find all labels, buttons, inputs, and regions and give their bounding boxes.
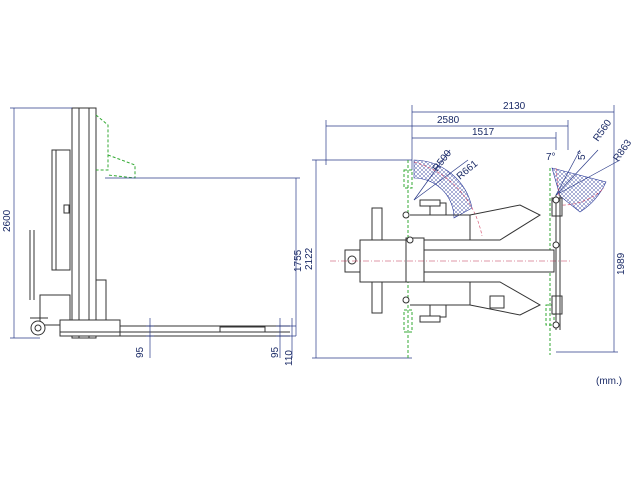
mast (71, 107, 97, 339)
top-view: 2130 2580 1517 2122 1989 R500 R661 R560 … (304, 101, 634, 359)
dim-angle-5: 5° (577, 150, 588, 160)
dim-radius-863: R863 (611, 137, 634, 163)
dim-width-2580: 2580 (437, 115, 460, 126)
sweep-area-right (551, 167, 607, 213)
dim-fork-95-right: 95 (270, 346, 281, 358)
dim-radius-661: R661 (455, 158, 481, 182)
dim-depth-2122: 2122 (304, 247, 315, 270)
dim-radius-560: R560 (591, 117, 614, 143)
units-label: (mm.) (596, 376, 622, 387)
dim-width-1517: 1517 (472, 127, 495, 138)
dim-depth-1989: 1989 (616, 252, 627, 275)
lifted-position (95, 114, 109, 171)
dim-height-total: 2600 (2, 209, 13, 232)
dim-fork-110: 110 (284, 350, 295, 366)
dim-width-2130: 2130 (503, 101, 526, 112)
dim-angle-7: 7° (546, 152, 556, 163)
dim-fork-95-left: 95 (135, 346, 146, 358)
sweep-area-left (413, 159, 473, 219)
leg-lower (410, 281, 542, 316)
leg-upper (410, 204, 542, 241)
dim-height-fork: 1755 (293, 249, 304, 272)
side-view: 2600 1755 95 95 110 (2, 107, 304, 366)
